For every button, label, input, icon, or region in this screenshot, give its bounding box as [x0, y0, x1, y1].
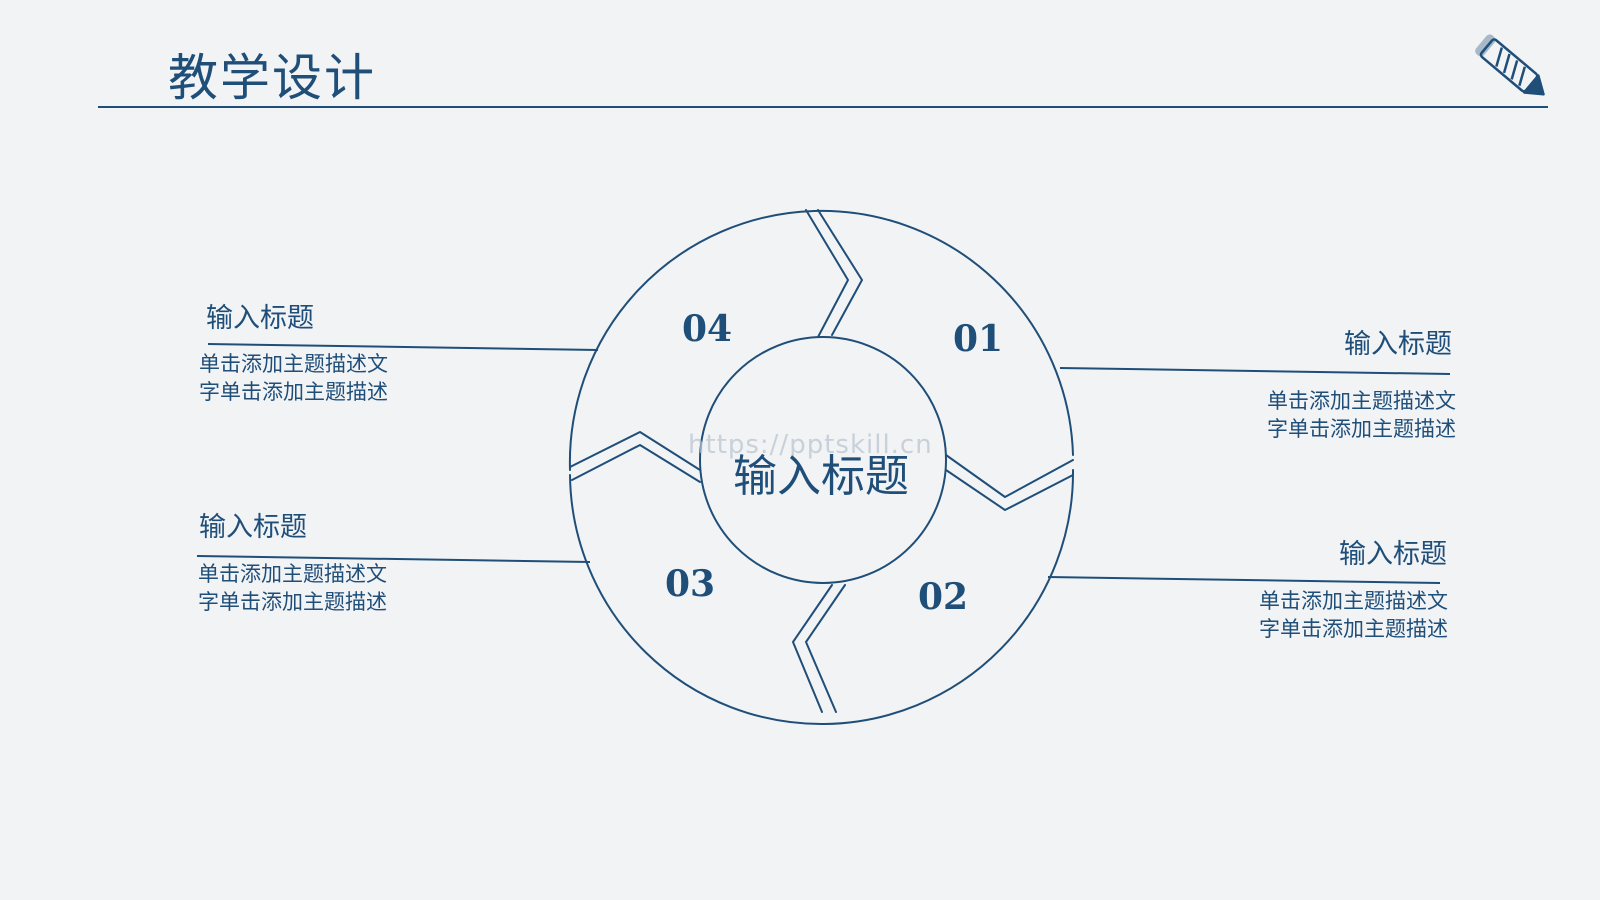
connector-line-bottom-right	[1047, 576, 1441, 584]
item-description-line: 单击添加主题描述文	[1259, 589, 1448, 613]
page-title: 教学设计	[168, 49, 376, 107]
item-description: 单击添加主题描述文 字单击添加主题描述	[1236, 387, 1456, 443]
item-description-line: 字单击添加主题描述	[1259, 617, 1448, 641]
item-title: 输入标题	[199, 512, 307, 543]
item-description-line: 单击添加主题描述文	[199, 352, 388, 376]
segment-number: 01	[953, 318, 1004, 360]
item-description-line: 单击添加主题描述文	[198, 562, 387, 586]
segment-number: 03	[665, 563, 716, 605]
separator-bottom	[792, 584, 833, 713]
connector-line-bottom-left	[196, 555, 591, 563]
separator-bottom-2	[805, 584, 846, 713]
inner-ring	[699, 336, 947, 584]
item-description-line: 单击添加主题描述文	[1267, 389, 1456, 413]
item-title: 输入标题	[1344, 329, 1452, 360]
item-title: 输入标题	[206, 303, 314, 334]
item-description: 单击添加主题描述文 字单击添加主题描述	[1228, 587, 1448, 643]
pencil-icon	[1475, 34, 1545, 96]
separator-left-2	[571, 444, 701, 483]
separator-top	[805, 209, 849, 338]
separator-right-2	[945, 469, 1074, 511]
segment-number: 04	[682, 308, 733, 350]
outer-ring-lower	[569, 469, 1075, 725]
connector-line-top-right	[1059, 367, 1451, 375]
separator-top-2	[817, 209, 863, 336]
item-description: 单击添加主题描述文 字单击添加主题描述	[198, 560, 418, 616]
item-description-line: 字单击添加主题描述	[198, 590, 387, 614]
watermark: https://pptskill.cn	[688, 430, 933, 460]
separator-left	[569, 431, 701, 471]
item-description: 单击添加主题描述文 字单击添加主题描述	[199, 350, 419, 406]
segment-number: 02	[918, 576, 969, 618]
title-divider	[98, 106, 1548, 108]
separator-right	[945, 454, 1074, 498]
item-title: 输入标题	[1339, 539, 1447, 570]
item-description-line: 字单击添加主题描述	[199, 380, 388, 404]
item-description-line: 字单击添加主题描述	[1267, 417, 1456, 441]
connector-line-top-left	[207, 343, 599, 351]
center-title: 输入标题	[733, 451, 909, 502]
outer-ring	[568, 209, 1074, 471]
